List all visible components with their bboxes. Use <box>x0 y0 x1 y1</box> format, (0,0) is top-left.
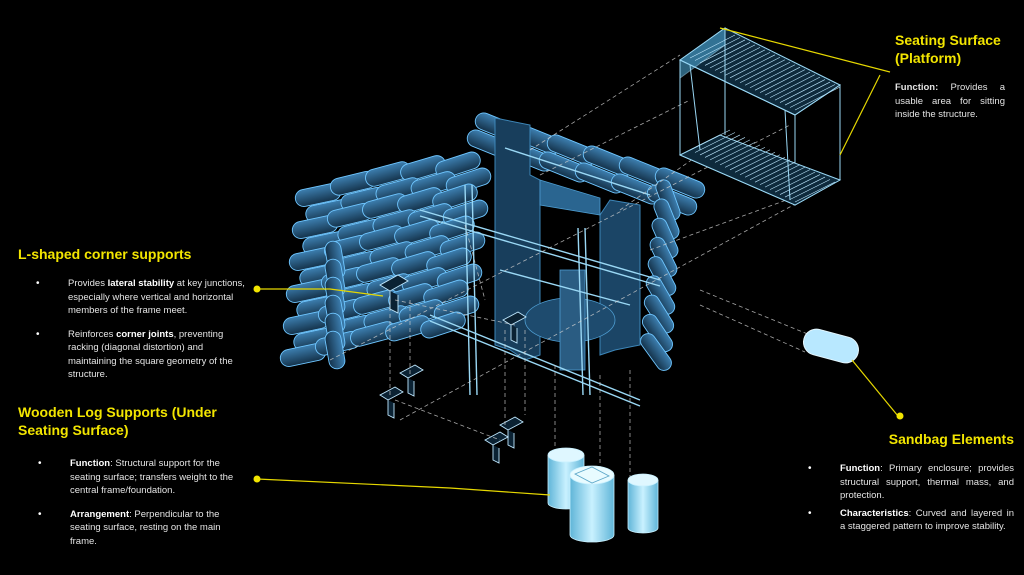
leader-dots <box>253 285 904 483</box>
log-supports-title: Wooden Log Supports (Under Seating Surfa… <box>18 403 263 439</box>
platform-slat <box>754 66 801 91</box>
platform-slat <box>704 42 751 66</box>
platform-slat <box>709 44 756 69</box>
platform-slat <box>739 59 786 84</box>
sandbag <box>654 167 706 199</box>
platform-slat <box>724 147 766 168</box>
platform-slat <box>774 171 816 193</box>
seating-title-line2: (Platform) <box>895 50 962 66</box>
platform-slat <box>789 179 831 200</box>
seating-surface-title: Seating Surface (Platform) <box>895 31 1005 67</box>
platform-slat <box>749 64 796 88</box>
platform-slat <box>709 139 751 161</box>
corner-supports-list: Provides lateral stability at key juncti… <box>18 277 248 382</box>
wooden-log-supports <box>547 447 659 543</box>
platform-slat <box>749 159 791 180</box>
platform-slat <box>744 61 791 86</box>
platform-slat <box>764 71 811 96</box>
seating-surface-panel: Seating Surface (Platform) Function: Pro… <box>895 31 1005 122</box>
sandbag-b2-text: : Curved and layered in a staggered patt… <box>840 507 1014 533</box>
platform-slat <box>704 137 746 158</box>
leader-lines <box>256 27 899 496</box>
log-b2-text: : Perpendicular to the seating surface, … <box>70 508 221 547</box>
platform-slat <box>774 76 821 101</box>
sandbag-panel: Sandbag Elements Function: Primary enclo… <box>808 430 1018 544</box>
sandbag-b1-label: Function <box>840 463 881 474</box>
platform-slat <box>764 166 806 188</box>
platform-slat <box>724 52 771 76</box>
platform-slat <box>719 144 761 166</box>
seating-surface-description: Function: Provides a usable area for sit… <box>895 81 1005 122</box>
platform-slat <box>689 34 736 59</box>
corner-supports-bullet-2: Reinforces corner joints, preventing rac… <box>36 328 248 382</box>
sandbag <box>420 311 466 339</box>
log-b1-text: : Structural support for the seating sur… <box>70 458 234 496</box>
log-supports-panel: Wooden Log Supports (Under Seating Surfa… <box>18 403 263 558</box>
platform-slat <box>759 164 801 185</box>
log-b1-label: Function <box>70 458 111 469</box>
sandbag <box>324 330 346 370</box>
platform-slat <box>729 54 776 79</box>
platform-slat <box>794 86 841 111</box>
sandbag-bullet-2: Characteristics: Curved and layered in a… <box>808 507 1014 534</box>
sandbag-wall <box>279 112 706 371</box>
sandbag-title: Sandbag Elements <box>888 431 1014 447</box>
sandbag-list: Function: Primary enclosure; provides st… <box>808 462 1014 534</box>
sandbag-b2-label: Characteristics <box>840 507 909 519</box>
platform-slat <box>694 132 736 153</box>
corner-supports-title: L-shaped corner supports <box>18 246 192 262</box>
platform-slat <box>784 176 826 198</box>
seating-title-line1: Seating Surface <box>895 32 1001 48</box>
platform-slat <box>769 169 811 190</box>
seating-function-text: Provides a usable area for sitting insid… <box>895 82 1006 120</box>
platform-slat <box>714 142 756 163</box>
log-title-line2: Seating Surface) <box>18 422 129 438</box>
platform-slat <box>784 81 831 106</box>
platform-slat <box>729 149 771 171</box>
corner-b1-pre: Provides <box>68 278 108 289</box>
platform-slat <box>794 181 836 203</box>
platform-slat <box>744 156 786 178</box>
log-b2-label: Arrangement <box>70 508 130 520</box>
platform-slat <box>694 37 741 61</box>
sandbag-b1-text: : Primary enclosure; provides structural… <box>840 463 1014 501</box>
corner-b1-bold: lateral stability <box>107 278 175 289</box>
corner-b1-post: at key junctions, especially where verti… <box>68 278 245 316</box>
sandbag-bullet-1: Function: Primary enclosure; provides st… <box>808 462 1014 503</box>
platform-slat <box>714 47 761 71</box>
corner-b2-pre: Reinforces <box>68 328 117 340</box>
platform-slat <box>734 57 781 81</box>
log-title-line1: Wooden Log Supports (Under <box>18 404 217 420</box>
corner-supports-panel: L-shaped corner supports Provides latera… <box>18 245 263 392</box>
platform-slat <box>699 134 741 156</box>
log-supports-list: Function: Structural support for the sea… <box>18 457 250 548</box>
platform-slat <box>734 152 776 173</box>
seating-platform <box>678 27 842 206</box>
platform-slat <box>789 84 836 108</box>
frame-members <box>419 147 661 407</box>
platform-slat <box>779 79 826 103</box>
platform-slat <box>754 161 796 183</box>
corner-b2-bold: corner joints <box>116 328 174 340</box>
corner-supports-bullet-1: Provides lateral stability at key juncti… <box>36 277 248 318</box>
platform-slat <box>739 154 781 176</box>
platform-slat <box>759 69 806 93</box>
platform-slat <box>689 129 731 151</box>
log-supports-bullet-2: Arrangement: Perpendicular to the seatin… <box>38 508 250 549</box>
platform-slat <box>779 174 821 195</box>
seating-function-label: Function: <box>895 82 939 93</box>
single-sandbag <box>803 328 859 364</box>
platform-slat <box>769 74 816 98</box>
platform-slat <box>699 39 746 64</box>
log-supports-bullet-1: Function: Structural support for the sea… <box>38 457 250 498</box>
corner-b2-post: , preventing racking (diagonal distortio… <box>68 328 233 381</box>
central-frame <box>494 117 641 371</box>
sandbag <box>640 333 672 371</box>
platform-slat <box>719 49 766 74</box>
